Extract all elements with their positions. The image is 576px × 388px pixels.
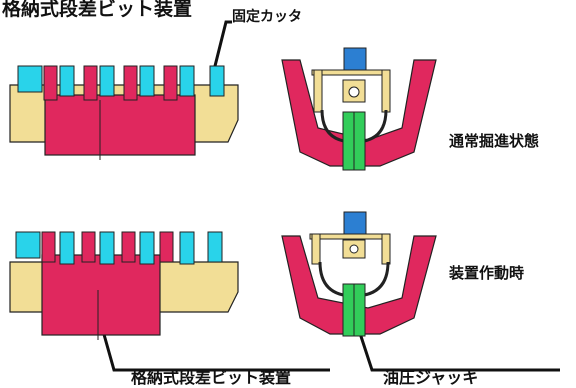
- shell: [281, 59, 437, 167]
- normal-state-label: 通常掘進状態: [449, 132, 540, 150]
- shell: [281, 235, 437, 335]
- crossbar: [309, 233, 391, 240]
- operating-state-label: 装置作動時: [449, 264, 525, 282]
- bit-tooth: [163, 65, 178, 101]
- side-view-operating: [9, 231, 239, 340]
- cutter-bit: [15, 231, 41, 259]
- support-arm: [381, 233, 391, 265]
- jack-rod: [343, 211, 367, 235]
- support-arm: [311, 233, 321, 265]
- hydraulic-jack-label: 油圧ジャッキ: [383, 368, 479, 387]
- jack-rod: [343, 47, 367, 71]
- bit-block-main: [44, 94, 196, 156]
- crossbar: [311, 69, 391, 76]
- cutter-bit: [139, 231, 155, 265]
- bit-block-main: [41, 254, 161, 336]
- cutter-bit: [179, 231, 195, 265]
- cutter-bit: [139, 65, 155, 97]
- front-view-normal: [281, 47, 437, 171]
- bit-tooth: [41, 231, 56, 263]
- cutter-bit: [99, 65, 115, 97]
- fixed-cutter-bit: [207, 231, 223, 263]
- front-view-operating: [281, 211, 437, 337]
- cutter-bit: [59, 65, 75, 97]
- side-view-normal: [9, 65, 239, 160]
- diagram-title: 格納式段差ビット装置: [2, 0, 193, 20]
- cutter-bit: [179, 65, 195, 97]
- cutter-bit: [99, 231, 115, 265]
- pivot-pin: [348, 86, 360, 98]
- fixed-cutter-bit: [209, 65, 225, 97]
- pivot-pin: [349, 244, 359, 254]
- bit-tooth: [43, 65, 58, 101]
- bit-tooth: [81, 231, 96, 263]
- fixed-cutter-label: 固定カッタ: [232, 9, 302, 25]
- support-arm: [381, 69, 391, 113]
- support-arm: [313, 69, 323, 113]
- fixed-cutter-leader: [212, 20, 232, 71]
- cutter-bit: [59, 231, 75, 265]
- bit-tooth: [83, 65, 98, 101]
- bit-tooth: [121, 231, 136, 263]
- cutter-bit: [17, 65, 43, 93]
- bit-tooth: [123, 65, 138, 101]
- bit-tooth: [159, 231, 174, 263]
- stepped-bit-device-label: 格納式段差ビット装置: [131, 368, 292, 387]
